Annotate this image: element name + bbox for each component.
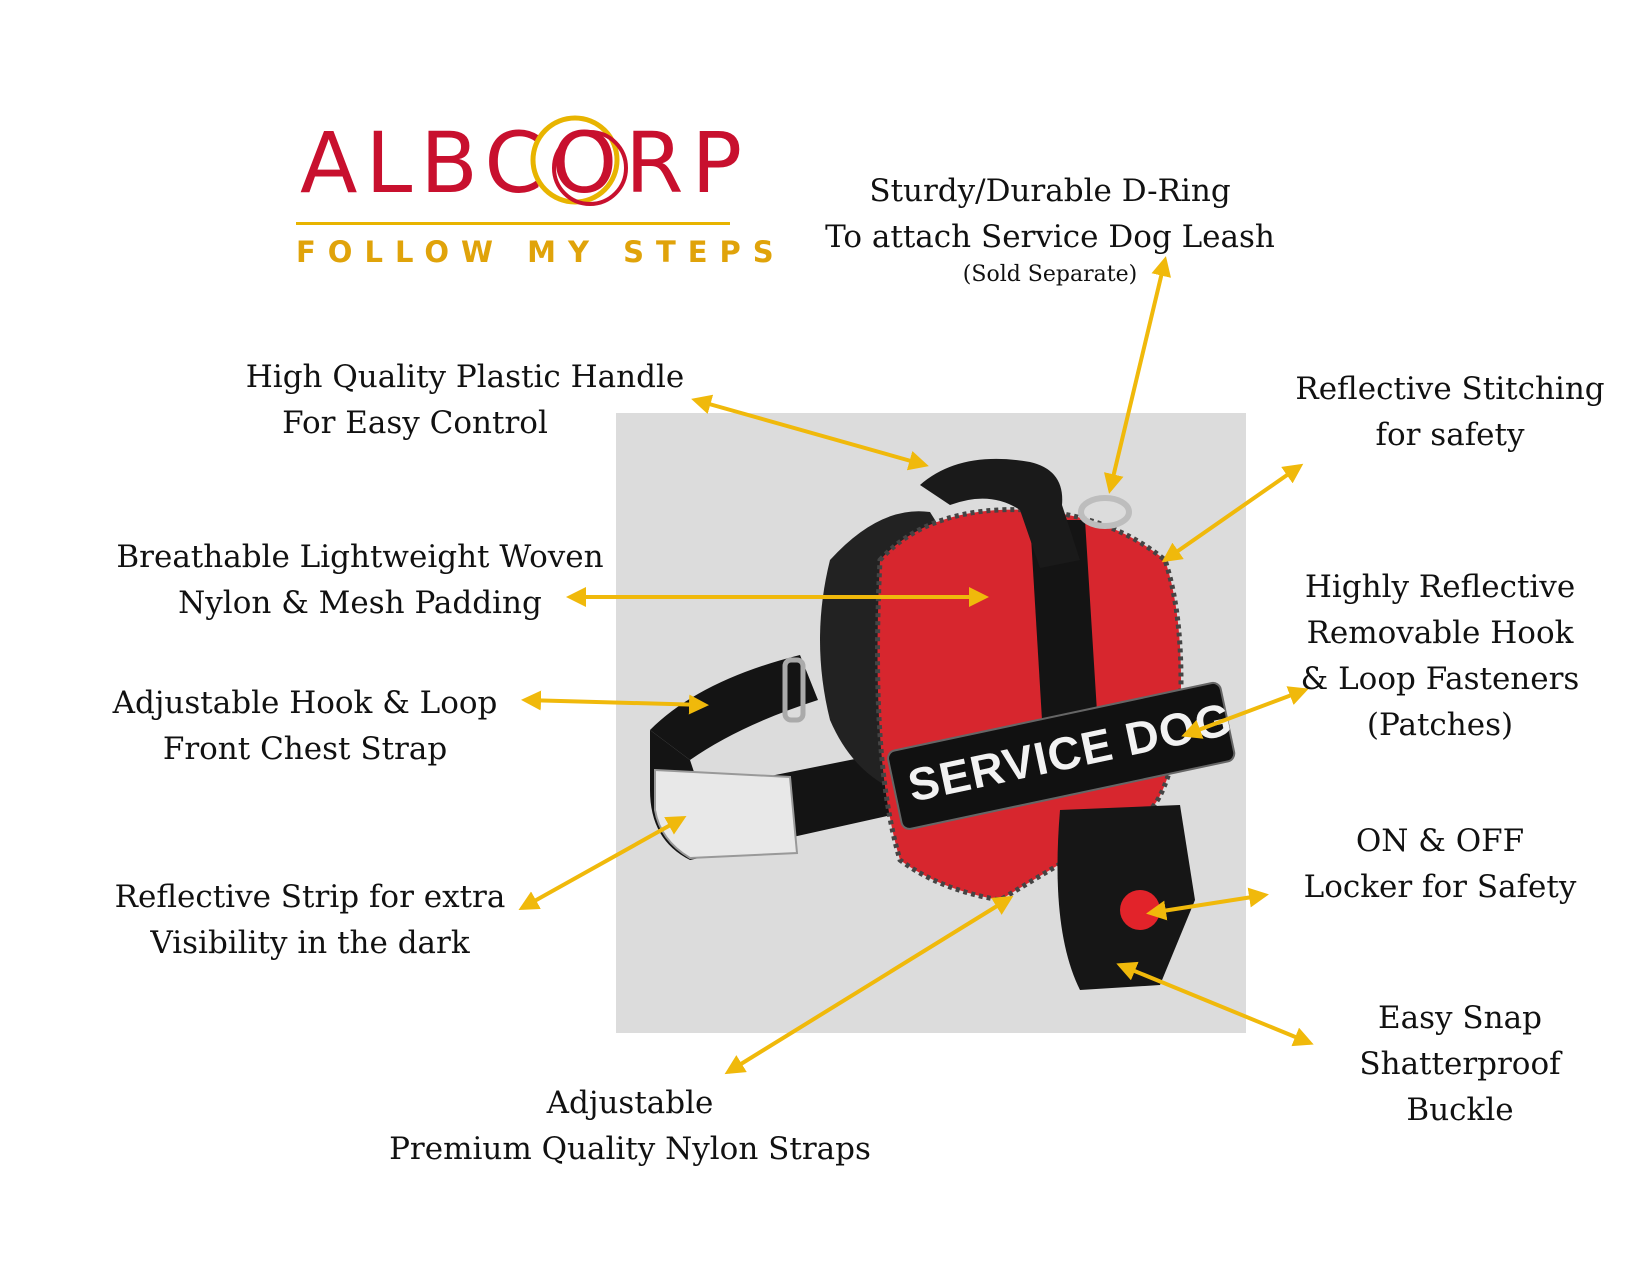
- callout-d-ring-line2: To attach Service Dog Leash: [825, 219, 1275, 255]
- logo-divider: [296, 222, 730, 225]
- callout-buckle: Easy Snap Shatterproof Buckle: [1310, 995, 1610, 1133]
- logo-text: ALBCORP: [300, 114, 751, 212]
- callout-fasteners: Highly Reflective Removable Hook & Loop …: [1255, 564, 1625, 748]
- callout-locker-line1: ON & OFF: [1355, 823, 1525, 859]
- logo-tagline: FOLLOW MY STEPS: [296, 235, 786, 269]
- callout-buckle-line1: Easy Snap: [1378, 1000, 1542, 1036]
- chest-strap-ring: [782, 657, 806, 723]
- callout-chest-strap-line1: Adjustable Hook & Loop: [112, 685, 498, 721]
- callout-d-ring: Sturdy/Durable D-Ring To attach Service …: [790, 168, 1310, 290]
- callout-fasteners-line1: Highly Reflective: [1304, 569, 1576, 605]
- callout-buckle-line2: Shatterproof: [1359, 1046, 1561, 1082]
- callout-handle-line1: High Quality Plastic Handle: [245, 359, 685, 395]
- callout-handle-line2: For Easy Control: [282, 405, 548, 441]
- d-ring: [1078, 495, 1132, 529]
- callout-stitching: Reflective Stitching for safety: [1255, 366, 1645, 458]
- callout-chest-strap-line2: Front Chest Strap: [162, 731, 448, 767]
- callout-straps-line1: Adjustable: [546, 1085, 714, 1121]
- callout-padding-line2: Nylon & Mesh Padding: [178, 585, 542, 621]
- callout-locker-line2: Locker for Safety: [1303, 869, 1577, 905]
- callout-strip-line2: Visibility in the dark: [150, 925, 470, 961]
- callout-stitching-line1: Reflective Stitching: [1295, 371, 1605, 407]
- center-strap: [1030, 520, 1100, 770]
- callout-strip: Reflective Strip for extra Visibility in…: [100, 874, 520, 966]
- callout-straps: Adjustable Premium Quality Nylon Straps: [370, 1080, 890, 1172]
- callout-locker: ON & OFF Locker for Safety: [1260, 818, 1620, 910]
- callout-buckle-line3: Buckle: [1406, 1092, 1514, 1128]
- callout-padding: Breathable Lightweight Woven Nylon & Mes…: [100, 534, 620, 626]
- locker-button: [1120, 890, 1160, 930]
- albcorp-logo-wordmark: ALBCORP: [300, 118, 742, 208]
- callout-fasteners-line4: (Patches): [1366, 707, 1514, 743]
- callout-straps-line2: Premium Quality Nylon Straps: [389, 1131, 871, 1167]
- callout-chest-strap: Adjustable Hook & Loop Front Chest Strap: [100, 680, 510, 772]
- chest-strap: [650, 655, 818, 760]
- callout-d-ring-note: (Sold Separate): [962, 262, 1138, 287]
- callout-fasteners-line2: Removable Hook: [1306, 615, 1574, 651]
- callout-handle: High Quality Plastic Handle For Easy Con…: [225, 354, 705, 446]
- callout-stitching-line2: for safety: [1375, 417, 1525, 453]
- callout-padding-line1: Breathable Lightweight Woven: [116, 539, 604, 575]
- reflective-strip: [654, 768, 799, 860]
- plastic-handle: [920, 458, 1080, 568]
- callout-strip-line1: Reflective Strip for extra: [114, 879, 506, 915]
- callout-d-ring-line1: Sturdy/Durable D-Ring: [869, 173, 1231, 209]
- callout-fasteners-line3: & Loop Fasteners: [1300, 661, 1580, 697]
